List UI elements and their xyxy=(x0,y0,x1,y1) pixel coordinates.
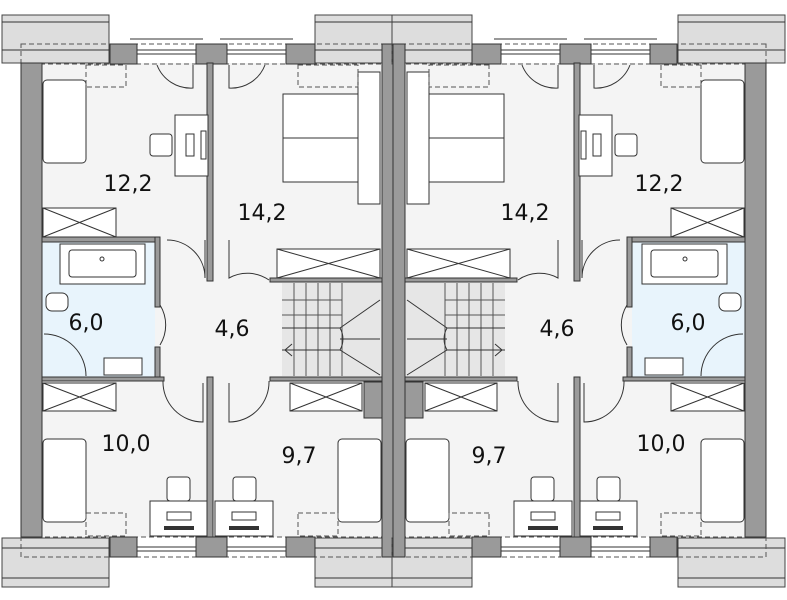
left-unit xyxy=(1,14,396,588)
room-area-label: 4,6 xyxy=(215,317,250,342)
room-area-label: 10,0 xyxy=(102,432,151,457)
right-unit xyxy=(391,14,786,588)
room-area-label: 4,6 xyxy=(540,317,575,342)
room-area-label: 12,2 xyxy=(104,172,153,197)
room-area-label: 14,2 xyxy=(501,201,550,226)
room-area-label: 9,7 xyxy=(282,444,317,469)
room-area-label: 6,0 xyxy=(69,311,104,336)
room-area-label: 9,7 xyxy=(472,444,507,469)
room-area-label: 14,2 xyxy=(238,201,287,226)
room-area-label: 12,2 xyxy=(635,172,684,197)
room-area-label: 6,0 xyxy=(671,311,706,336)
room-area-label: 10,0 xyxy=(637,432,686,457)
